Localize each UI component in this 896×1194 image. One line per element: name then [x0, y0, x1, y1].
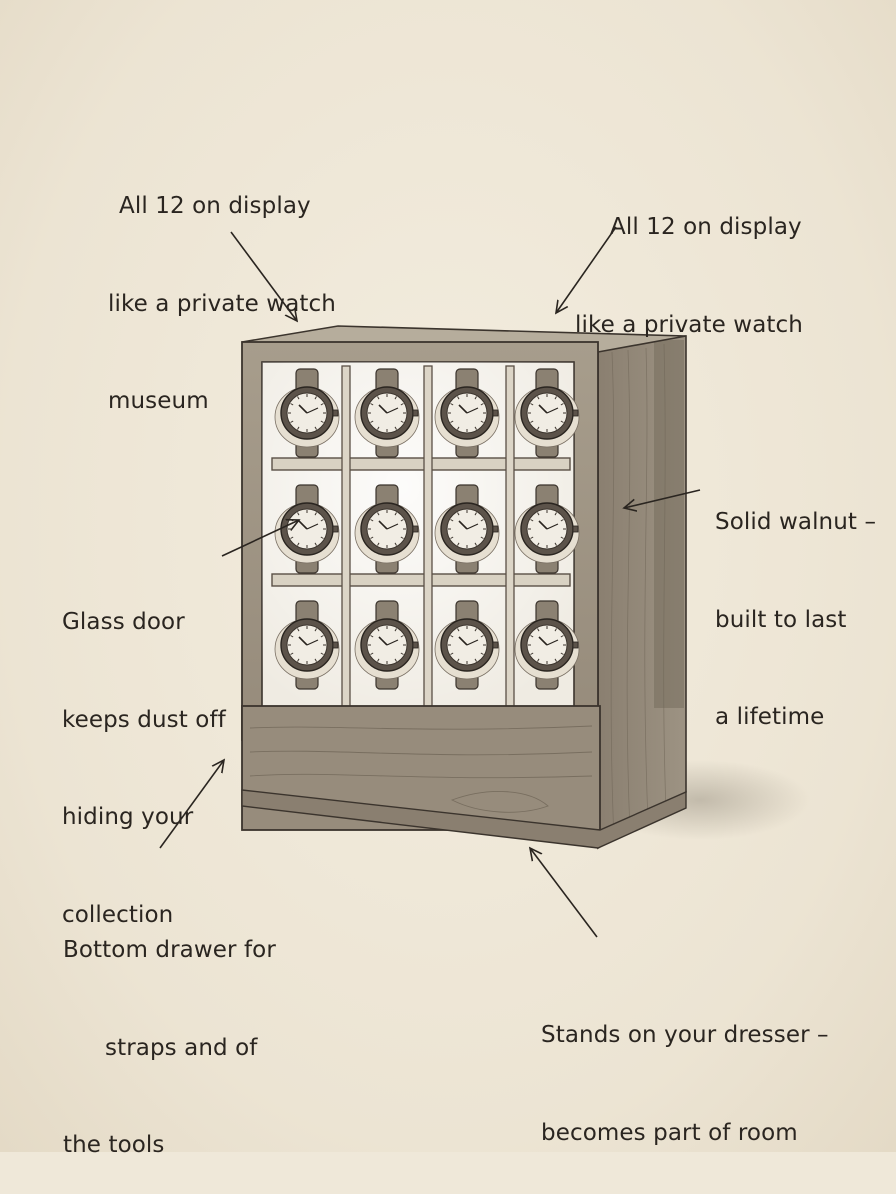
- note-line: keeps dust off: [62, 706, 226, 733]
- note-line: Solid walnut –: [715, 509, 877, 535]
- watch-icon: [434, 600, 500, 690]
- note-line: becomes part of room: [541, 1119, 798, 1146]
- note-right: Solid walnut – built to last a lifetime: [715, 441, 876, 766]
- watch-cabinet-sketch: [159, 226, 810, 938]
- arrow-icon: [159, 760, 224, 849]
- watch-icon: [514, 600, 580, 690]
- note-line: collection: [62, 901, 174, 928]
- note-line: All 12 on display: [610, 214, 802, 240]
- note-line: a lifetime: [715, 704, 825, 730]
- arrow-icon: [230, 231, 297, 321]
- note-left: Glass door keeps dust off hiding your co…: [62, 541, 226, 964]
- watch-icon: [434, 484, 500, 574]
- note-line: Bottom drawer for: [63, 937, 276, 963]
- note-bottom-left: Bottom drawer for straps and of the tool…: [63, 869, 276, 1194]
- watch-icon: [274, 368, 340, 458]
- watch-icon: [354, 484, 420, 574]
- arrow-icon: [624, 489, 701, 508]
- watch-icon: [354, 600, 420, 690]
- watch-icon: [274, 600, 340, 690]
- watch-icon: [354, 368, 420, 458]
- watch-grid: [274, 368, 580, 690]
- side-recess: [654, 340, 684, 708]
- cabinet-base: [241, 789, 687, 849]
- note-line: All 12 on display: [119, 193, 311, 219]
- arrow-icon: [221, 520, 299, 557]
- note-line: built to last: [715, 606, 847, 633]
- note-bottom-right: Stands on your dresser – becomes part of…: [541, 954, 829, 1182]
- note-top-left: All 12 on display like a private watch m…: [108, 125, 336, 450]
- note-line: Stands on your dresser –: [541, 1022, 829, 1048]
- watch-icon: [434, 368, 500, 458]
- note-line: hiding your: [62, 804, 194, 830]
- watch-icon: [514, 368, 580, 458]
- callout-arrows: [159, 226, 701, 938]
- note-line: like a private watch: [575, 311, 803, 338]
- watch-icon: [514, 484, 580, 574]
- note-line: like a private watch: [108, 290, 336, 317]
- note-top-right: All 12 on display like a private watch: [575, 146, 803, 374]
- note-line: the tools: [63, 1132, 165, 1158]
- note-line: straps and of: [105, 1034, 258, 1061]
- watch-icon: [274, 484, 340, 574]
- note-line: Glass door: [62, 609, 185, 635]
- arrow-icon: [556, 226, 617, 313]
- arrow-icon: [530, 848, 598, 938]
- note-line: museum: [108, 388, 209, 414]
